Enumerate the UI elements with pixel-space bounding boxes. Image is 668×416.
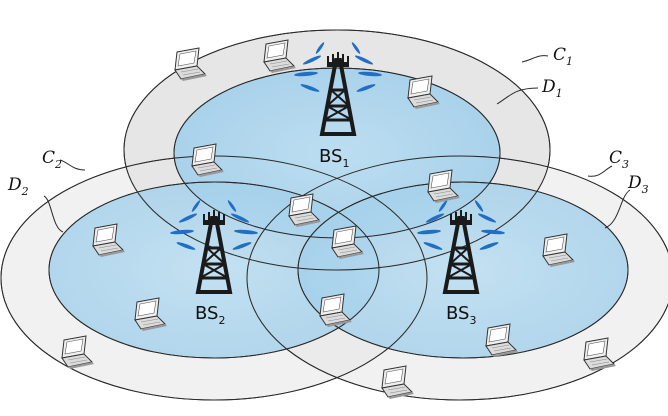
coverage-label-2: C2	[42, 148, 62, 171]
domain-label-2: D2	[7, 175, 29, 198]
base-station-label-2: BS2	[195, 303, 225, 327]
coverage-label-3: C3	[609, 148, 629, 171]
boundary-lines	[0, 29, 668, 401]
base-station-label-1: BS1	[319, 146, 349, 170]
domain-label-1: D1	[541, 77, 563, 100]
coverage-label-1: C1	[553, 45, 573, 68]
label-leaders	[43, 55, 631, 233]
base-station-label-3: BS3	[446, 303, 476, 327]
domain-label-3: D3	[627, 173, 649, 196]
